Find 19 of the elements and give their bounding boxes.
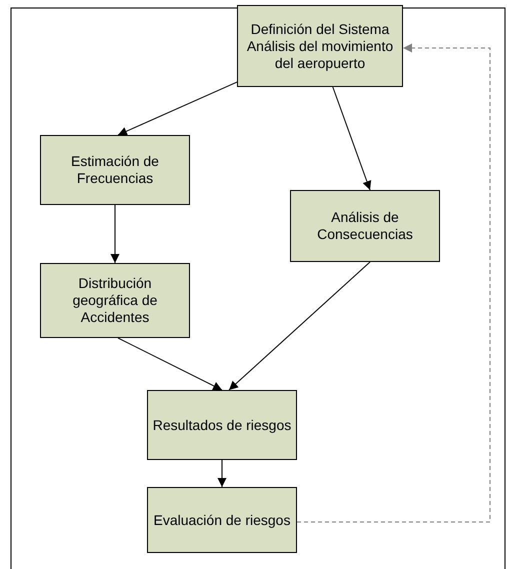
arrow	[118, 82, 238, 136]
process-box	[147, 487, 297, 553]
box-label: Distribución geográfica de Accidentes	[72, 275, 158, 326]
arrow	[228, 262, 370, 390]
box-label: Estimación de Frecuencias	[70, 153, 160, 187]
process-box	[40, 135, 190, 205]
process-box	[290, 190, 440, 262]
arrow	[332, 86, 372, 190]
arrow	[218, 460, 226, 488]
process-box	[40, 263, 190, 338]
box-label: Definición del Sistema Análisis del movimiento del aeropuerto	[246, 20, 394, 72]
arrow	[110, 204, 120, 264]
box-label: Análisis de Consecuencias	[316, 209, 414, 243]
process-box	[147, 390, 297, 460]
process-box	[237, 5, 403, 87]
box-label: Resultados de riesgos	[152, 416, 292, 434]
box-label: Evaluación de riesgos	[154, 512, 290, 528]
arrow	[296, 44, 490, 522]
arrow	[118, 338, 222, 390]
